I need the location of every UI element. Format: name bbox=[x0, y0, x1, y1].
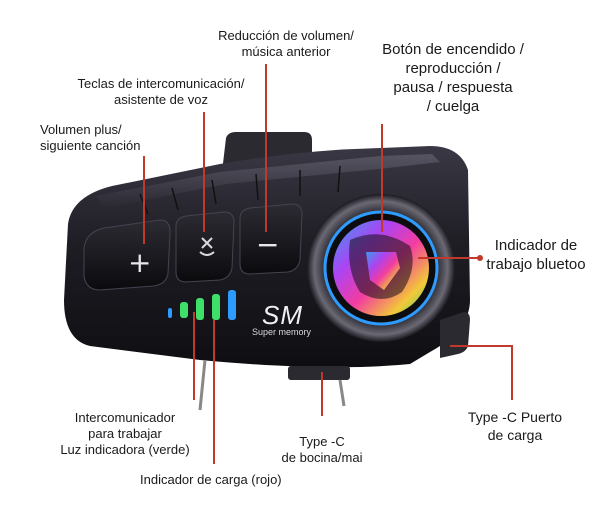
led-bar bbox=[180, 302, 188, 318]
volume-down-button bbox=[239, 203, 303, 275]
led-bar bbox=[228, 290, 236, 320]
label-bluetooth: Indicador de trabajo bluetoo bbox=[486, 237, 586, 273]
label-volume-up: Volumen plus/ siguiente canción bbox=[40, 122, 141, 153]
label-intercom: Teclas de intercomunicación/ asistente d… bbox=[77, 76, 245, 107]
led-bar bbox=[196, 298, 204, 320]
label-volume-down: Reducción de volumen/ música anterior bbox=[218, 28, 354, 59]
plus-icon: + bbox=[128, 246, 152, 279]
brand-logo: SM bbox=[262, 300, 303, 330]
led-bar bbox=[212, 294, 220, 320]
intercom-button bbox=[175, 211, 235, 283]
intercom-icon bbox=[199, 237, 215, 256]
label-speaker-port: Type -C de bocina/mai bbox=[281, 434, 363, 465]
led-bar bbox=[168, 308, 172, 318]
label-power: Botón de encendido / reproducción / paus… bbox=[382, 41, 524, 115]
label-work-led: Intercomunicador para trabajar Luz indic… bbox=[60, 410, 190, 457]
usb-c-port bbox=[440, 312, 470, 358]
label-usb-charge: Type -C Puerto de carga bbox=[467, 409, 563, 443]
callout-lines bbox=[143, 64, 513, 464]
brand-name: Super memory bbox=[252, 327, 312, 337]
minus-icon: − bbox=[256, 228, 280, 261]
volume-up-button bbox=[83, 219, 171, 291]
speaker-connector bbox=[288, 366, 350, 380]
label-charge-led: Indicador de carga (rojo) bbox=[140, 472, 282, 487]
